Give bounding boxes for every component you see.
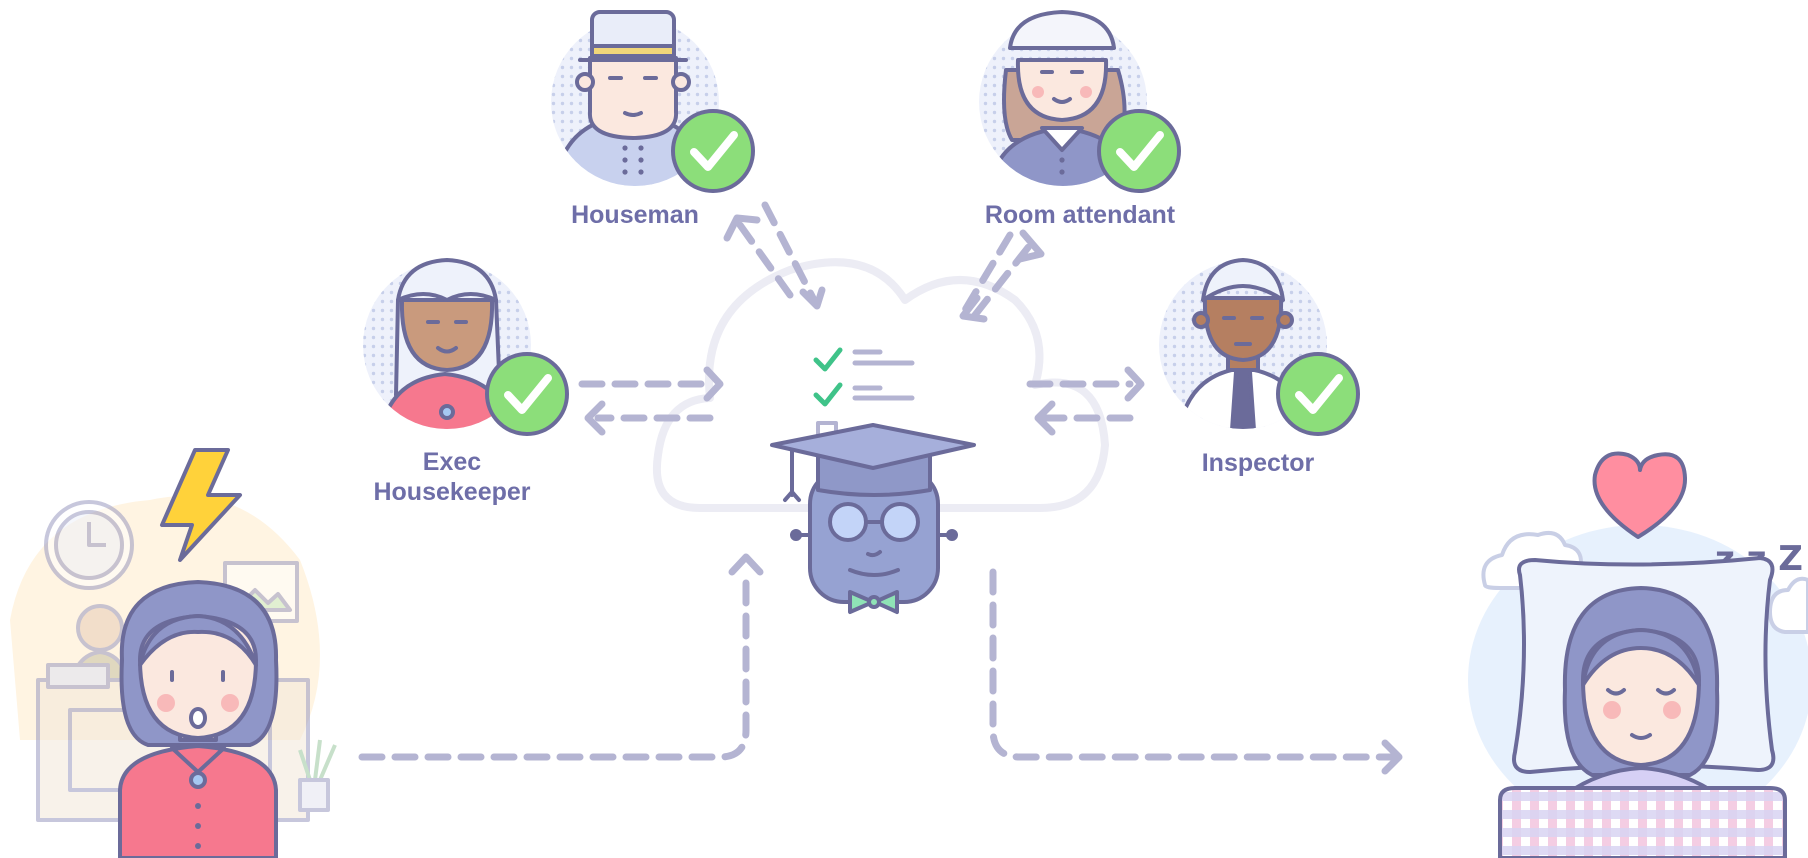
- robot-graduate-icon: [770, 347, 976, 614]
- lightning-icon: [160, 448, 242, 562]
- arrow-heads: [584, 214, 1403, 775]
- label-houseman: Houseman: [571, 201, 699, 229]
- label-room-attendant: Room attendant: [984, 201, 1176, 229]
- arrow-to-houseman: [736, 221, 794, 299]
- check-circle-icon: [1097, 109, 1181, 193]
- check-circle-icon: [485, 352, 569, 436]
- arrow-guest-to-robot: [358, 566, 750, 761]
- front-desk-scene: [10, 448, 337, 858]
- label-exec-line2: Housekeeper: [373, 478, 531, 506]
- label-inspector: Inspector: [1201, 449, 1315, 477]
- check-circle-icon: [671, 109, 755, 193]
- checklist-icon: [813, 347, 915, 441]
- arrow-robot-to-sleep: [989, 568, 1399, 761]
- label-exec-line1: Exec: [422, 448, 482, 476]
- label-exec-housekeeper: Exec Housekeeper: [352, 447, 552, 507]
- heart-icon: [1592, 451, 1688, 539]
- cloud-icon: [652, 258, 1109, 512]
- blanket: [1498, 786, 1787, 858]
- sleeping-guest-scene: z z Z: [1468, 451, 1808, 858]
- check-circle-icon: [1276, 352, 1360, 436]
